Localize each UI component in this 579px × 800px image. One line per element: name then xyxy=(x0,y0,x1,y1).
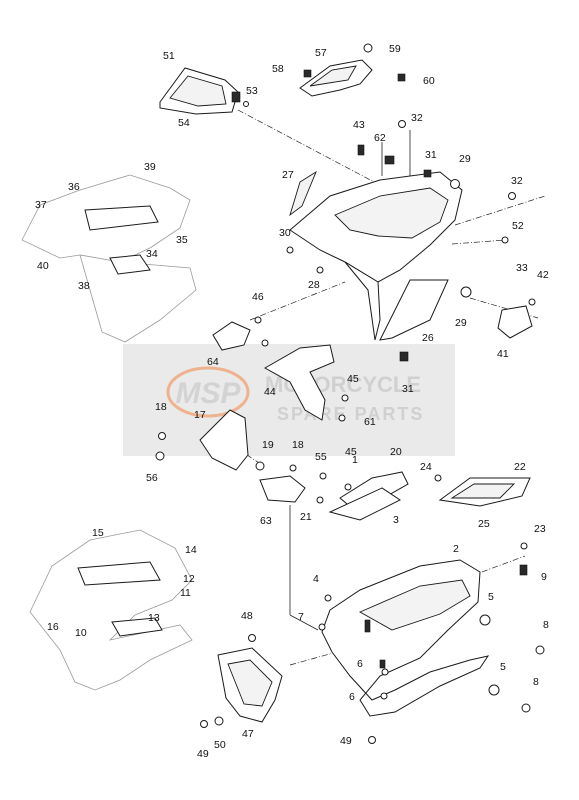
part-label-50: 50 xyxy=(214,739,226,751)
part-label-1: 1 xyxy=(352,454,358,466)
part-label-62: 62 xyxy=(374,132,386,144)
part-label-51: 51 xyxy=(163,50,175,62)
part-label-3: 3 xyxy=(393,514,399,526)
part-label-49: 49 xyxy=(197,748,209,760)
part-label-25: 25 xyxy=(478,518,490,530)
part-label-17: 17 xyxy=(194,409,206,421)
part-label-32: 32 xyxy=(411,112,423,124)
part-label-29: 29 xyxy=(459,153,471,165)
part-label-31: 31 xyxy=(425,149,437,161)
part-label-18: 18 xyxy=(292,439,304,451)
part-lower-left-ghost xyxy=(29,529,193,691)
part-label-61: 61 xyxy=(364,416,376,428)
part-label-47: 47 xyxy=(242,728,254,740)
part-label-29: 29 xyxy=(455,317,467,329)
part-label-42: 42 xyxy=(537,269,549,281)
part-label-48: 48 xyxy=(241,610,253,622)
part-number-labels: 1234556678891011121314151617181819202122… xyxy=(35,43,549,760)
part-label-56: 56 xyxy=(146,472,158,484)
part-label-64: 64 xyxy=(207,356,219,368)
part-label-54: 54 xyxy=(178,117,190,129)
part-label-43: 43 xyxy=(353,119,365,131)
part-label-45: 45 xyxy=(347,373,359,385)
watermark-logo: MSP xyxy=(175,377,241,410)
part-label-34: 34 xyxy=(146,248,158,260)
part-51-54 xyxy=(159,67,241,115)
part-label-27: 27 xyxy=(282,169,294,181)
part-label-5: 5 xyxy=(488,591,494,603)
part-label-41: 41 xyxy=(497,348,509,360)
part-label-9: 9 xyxy=(541,571,547,583)
part-label-52: 52 xyxy=(512,220,524,232)
part-label-28: 28 xyxy=(308,279,320,291)
part-label-36: 36 xyxy=(68,181,80,193)
part-label-10: 10 xyxy=(75,627,87,639)
part-label-55: 55 xyxy=(315,451,327,463)
part-label-45: 45 xyxy=(345,446,357,458)
part-label-4: 4 xyxy=(313,573,319,585)
part-label-63: 63 xyxy=(260,515,272,527)
part-label-57: 57 xyxy=(315,47,327,59)
part-label-21: 21 xyxy=(300,511,312,523)
part-label-60: 60 xyxy=(423,75,435,87)
part-label-26: 26 xyxy=(422,332,434,344)
part-label-37: 37 xyxy=(35,199,47,211)
part-label-46: 46 xyxy=(252,291,264,303)
part-label-23: 23 xyxy=(534,523,546,535)
part-47-scoop xyxy=(217,647,283,723)
part-44-17-brackets xyxy=(199,344,335,471)
watermark-logo-ring xyxy=(166,366,250,418)
part-label-24: 24 xyxy=(420,461,432,473)
part-label-35: 35 xyxy=(176,234,188,246)
part-20-22-25 xyxy=(328,471,531,521)
part-label-8: 8 xyxy=(543,619,549,631)
part-label-39: 39 xyxy=(144,161,156,173)
leader-lines xyxy=(209,109,546,666)
part-label-32: 32 xyxy=(511,175,523,187)
part-label-40: 40 xyxy=(37,260,49,272)
part-label-53: 53 xyxy=(246,85,258,97)
part-label-6: 6 xyxy=(357,658,363,670)
part-label-38: 38 xyxy=(78,280,90,292)
part-label-31: 31 xyxy=(402,383,414,395)
fasteners xyxy=(155,101,545,744)
part-label-12: 12 xyxy=(183,573,195,585)
watermark-line2: SPARE PARTS xyxy=(277,404,424,424)
part-brackets xyxy=(212,305,533,503)
part-label-6: 6 xyxy=(349,691,355,703)
part-label-33: 33 xyxy=(516,262,528,274)
part-57 xyxy=(299,43,406,97)
part-label-7: 7 xyxy=(298,611,304,623)
part-label-58: 58 xyxy=(272,63,284,75)
part-label-30: 30 xyxy=(279,227,291,239)
part-label-19: 19 xyxy=(262,439,274,451)
part-label-44: 44 xyxy=(264,386,276,398)
part-label-20: 20 xyxy=(390,446,402,458)
part-label-2: 2 xyxy=(453,543,459,555)
part-label-49: 49 xyxy=(340,735,352,747)
part-label-8: 8 xyxy=(533,676,539,688)
part-label-18: 18 xyxy=(155,401,167,413)
part-label-13: 13 xyxy=(148,612,160,624)
part-center-cowl xyxy=(289,144,463,341)
part-label-22: 22 xyxy=(514,461,526,473)
part-label-5: 5 xyxy=(500,661,506,673)
part-label-16: 16 xyxy=(47,621,59,633)
part-left-fairing-ghost xyxy=(21,174,197,343)
part-label-15: 15 xyxy=(92,527,104,539)
part-label-11: 11 xyxy=(180,587,191,599)
part-label-59: 59 xyxy=(389,43,401,55)
part-2-lower-cowl xyxy=(321,559,500,717)
part-label-14: 14 xyxy=(185,544,197,556)
